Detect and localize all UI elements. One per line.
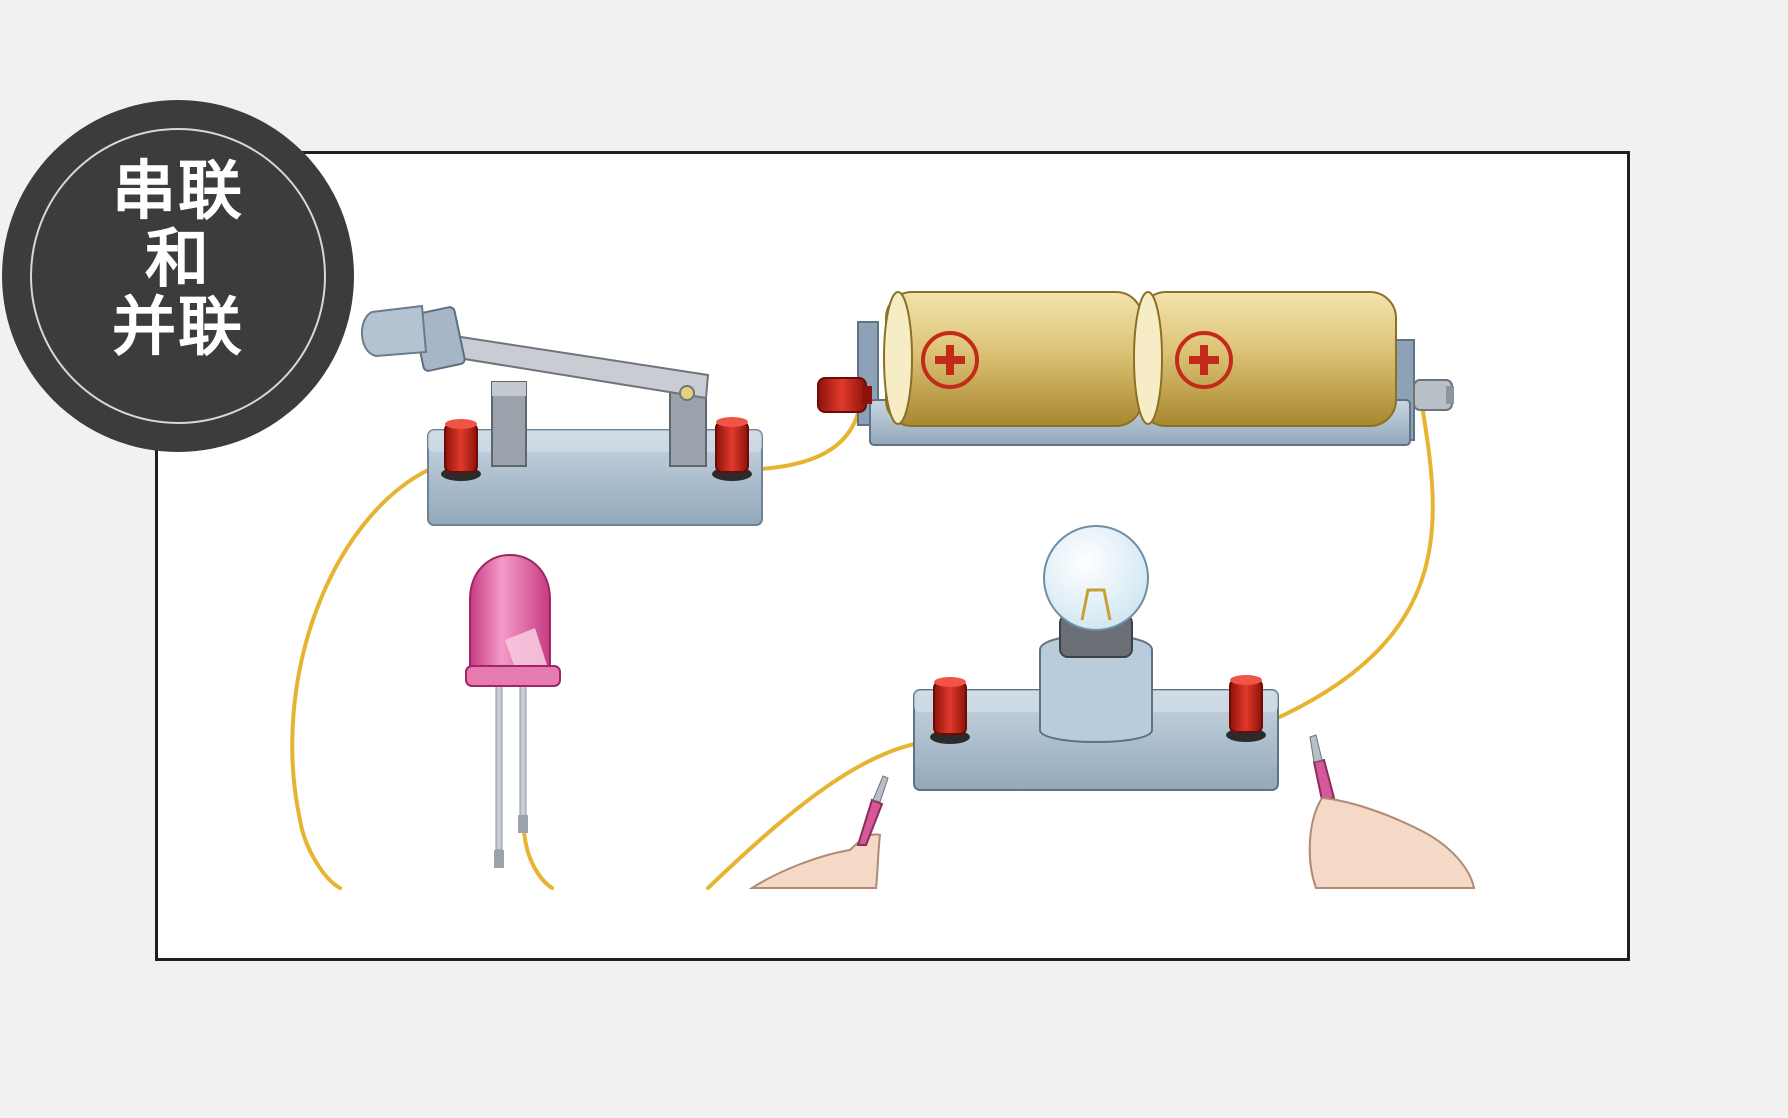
page-title: 串联 和 并联 <box>2 158 354 362</box>
probe-left <box>748 775 889 889</box>
led-rim <box>465 665 561 687</box>
wire-switch-left <box>290 468 430 890</box>
switch-blade <box>444 333 710 400</box>
switch-terminal-left <box>441 419 481 481</box>
title-line-2: 和 <box>145 222 211 297</box>
bulb-terminal-left <box>930 677 970 744</box>
probe-right <box>1308 734 1476 889</box>
hand-right <box>1308 796 1476 889</box>
title-line-1: 串联 <box>112 154 244 229</box>
knife-switch <box>360 304 763 526</box>
battery-holder <box>817 291 1454 446</box>
plus-icon <box>1175 331 1233 389</box>
battery-cell-2 <box>1133 291 1397 427</box>
wire-battery-bulb <box>1260 403 1435 727</box>
bulb-holder <box>913 525 1279 791</box>
wire-led-lead <box>522 828 554 890</box>
title-badge-ring <box>30 128 326 424</box>
battery-terminal-right <box>1413 379 1454 411</box>
bulb-terminal-right <box>1226 675 1266 742</box>
led <box>465 554 561 868</box>
bulb-socket <box>1039 634 1153 743</box>
switch-handle <box>360 304 428 358</box>
title-badge: 串联 和 并联 <box>2 100 354 452</box>
plus-icon <box>921 331 979 389</box>
title-line-3: 并联 <box>112 290 244 365</box>
battery-cell-1 <box>883 291 1143 427</box>
bulb-glass <box>1043 525 1149 631</box>
battery-terminal-left <box>817 377 872 413</box>
switch-terminal-right <box>712 417 752 481</box>
